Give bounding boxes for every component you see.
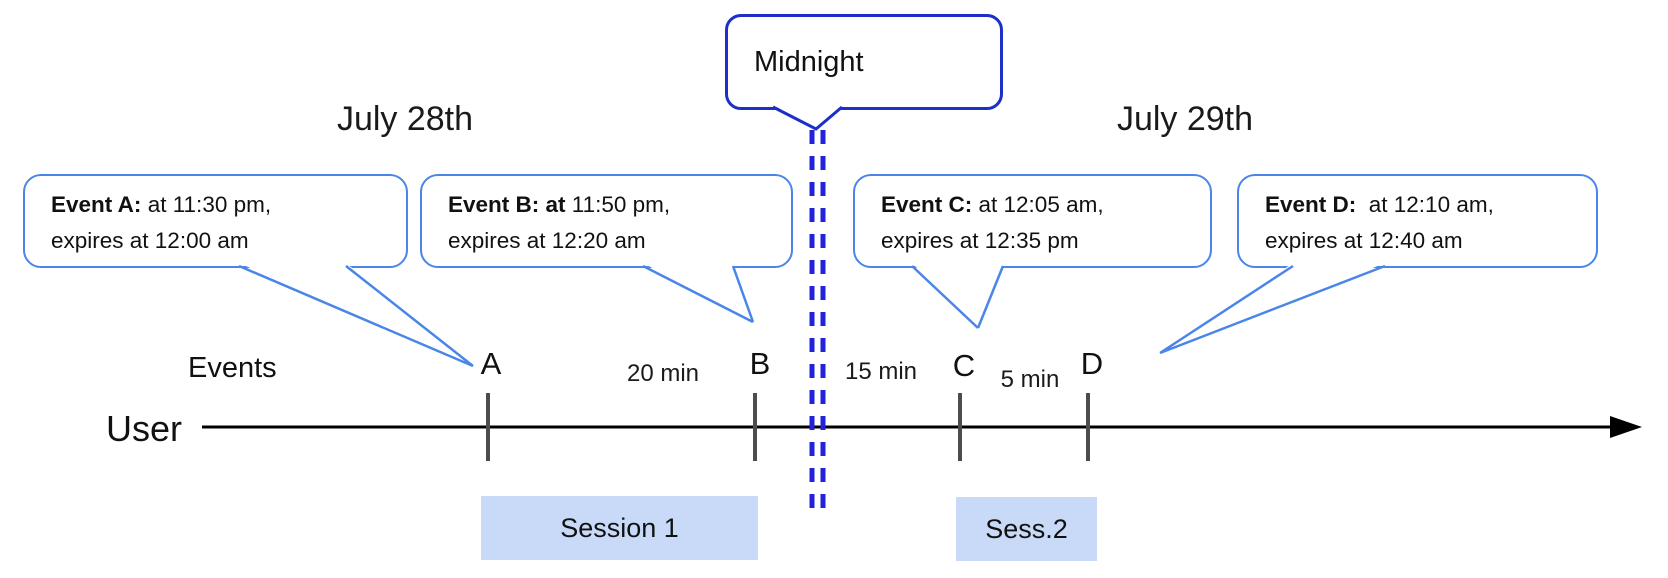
event-b-expiry: expires at 12:20 am (448, 228, 646, 253)
midnight-callout: Midnight (725, 14, 1003, 110)
tick-label-c: C (952, 348, 976, 383)
tick-label-b: B (749, 346, 771, 381)
user-axis-label: User (106, 408, 183, 449)
event-b-callout: Event B: at 11:50 pm, expires at 12:20 a… (420, 174, 793, 268)
timeline-arrowhead-icon (1610, 416, 1642, 438)
event-c-line1: Event C: at 12:05 am, (881, 187, 1200, 223)
event-a-callout: Event A: at 11:30 pm, expires at 12:00 a… (23, 174, 408, 268)
events-axis-label: Events (188, 352, 277, 384)
event-c-tail (912, 263, 1003, 328)
event-d-callout: Event D: at 12:10 am, expires at 12:40 a… (1237, 174, 1598, 268)
event-d-line1: Event D: at 12:10 am, (1265, 187, 1586, 223)
event-a-name: Event A: (51, 192, 142, 217)
date-title-july-28: July 28th (336, 100, 474, 138)
event-b-tail-edges (642, 264, 755, 324)
event-a-tail-edges (238, 264, 474, 368)
date-title-july-29: July 29th (1116, 100, 1254, 138)
session-2-box: Sess.2 (956, 497, 1097, 561)
event-d-time: at 12:10 am, (1356, 192, 1494, 217)
midnight-label: Midnight (754, 45, 864, 78)
event-b-tail (643, 263, 753, 322)
session-2-label: Sess.2 (985, 513, 1068, 544)
event-d-expiry: expires at 12:40 am (1265, 228, 1463, 253)
interval-15min: 15 min (844, 358, 918, 385)
event-b-time: 11:50 pm, (565, 192, 671, 217)
event-c-name: Event C: (881, 192, 973, 217)
event-a-line1: Event A: at 11:30 pm, (51, 187, 396, 223)
event-d-name: Event D: (1265, 192, 1357, 217)
session-1-label: Session 1 (560, 512, 679, 543)
interval-5min: 5 min (1000, 366, 1060, 393)
tick-label-a: A (480, 346, 502, 381)
event-c-time: at 12:05 am, (972, 192, 1104, 217)
event-d-tail (1160, 263, 1385, 353)
event-c-tail-edges (911, 265, 1005, 329)
event-a-expiry: expires at 12:00 am (51, 228, 249, 253)
event-c-expiry: expires at 12:35 pm (881, 228, 1079, 253)
event-a-tail (239, 263, 473, 366)
event-b-line1: Event B: at 11:50 pm, (448, 187, 781, 223)
event-b-name: Event B: at (448, 192, 566, 217)
interval-20min: 20 min (626, 360, 700, 387)
event-c-callout: Event C: at 12:05 am, expires at 12:35 p… (853, 174, 1212, 268)
midnight-callout-tail-edge (772, 105, 843, 131)
session-1-box: Session 1 (481, 496, 758, 560)
event-d-tail-edges (1159, 264, 1386, 355)
event-a-time: at 11:30 pm, (141, 192, 272, 217)
tick-label-d: D (1080, 346, 1104, 381)
